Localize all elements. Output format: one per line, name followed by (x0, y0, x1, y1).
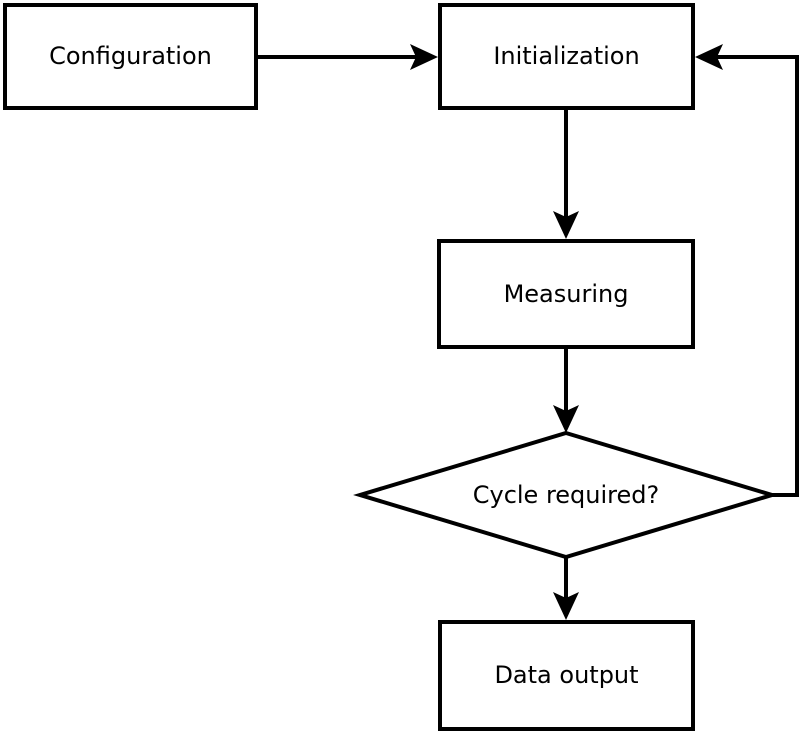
edge-configuration-to-initialization (258, 44, 438, 70)
arrowhead-right-icon (410, 44, 438, 70)
node-configuration: Configuration (3, 3, 258, 110)
node-configuration-label: Configuration (49, 42, 212, 71)
arrowhead-down-icon (553, 211, 579, 239)
edge-initialization-to-measuring (553, 110, 579, 239)
node-initialization: Initialization (438, 3, 695, 110)
arrowhead-down-icon (553, 405, 579, 433)
node-cycle-required-shape (353, 430, 779, 560)
arrowhead-left-icon (695, 44, 723, 70)
node-data-output: Data output (438, 620, 695, 731)
node-measuring-label: Measuring (503, 279, 629, 308)
edge-cycle-required-to-initialization-loop (695, 44, 799, 497)
node-measuring: Measuring (437, 239, 695, 349)
edge-measuring-to-cycle-required (553, 349, 579, 433)
node-initialization-label: Initialization (493, 42, 640, 71)
arrowhead-down-icon (553, 592, 579, 620)
node-data-output-label: Data output (494, 661, 639, 690)
edge-cycle-required-to-data-output (553, 557, 579, 620)
